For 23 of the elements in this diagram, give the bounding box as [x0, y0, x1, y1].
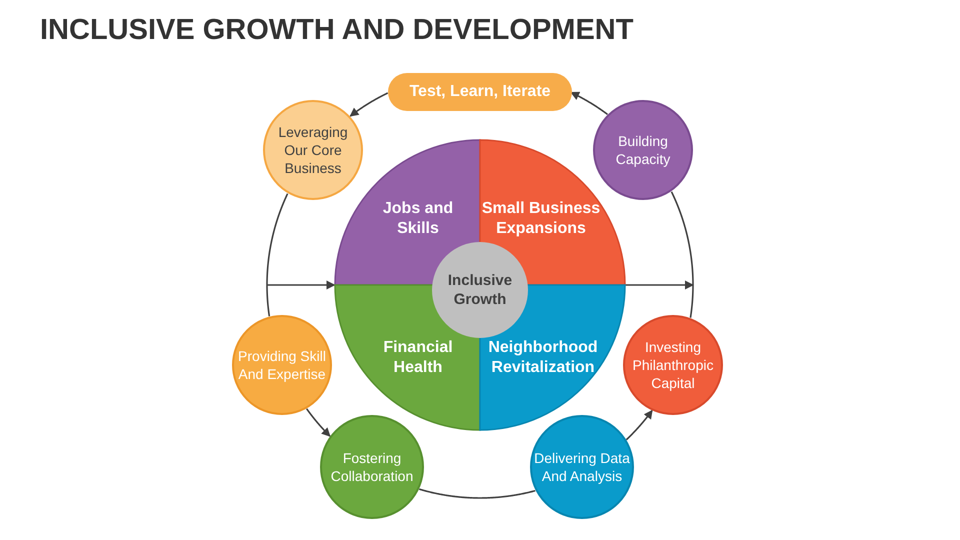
node-label: Test, Learn, Iterate	[408, 82, 552, 102]
node-label: Delivering Data And Analysis	[533, 448, 631, 486]
segment-label: Financial Health	[382, 338, 454, 378]
arrow	[267, 280, 336, 290]
node-label: Building Capacity	[614, 132, 672, 169]
arrow	[570, 92, 608, 116]
connector-line	[670, 191, 694, 318]
connector-line	[418, 488, 536, 499]
arrow	[306, 408, 331, 437]
segment-label: Neighborhood Revitalization	[487, 338, 599, 378]
node-label: Inclusive Growth	[446, 270, 514, 310]
arrow	[626, 280, 694, 290]
segment-label: Small Business Expansions	[480, 199, 602, 239]
title: INCLUSIVE GROWTH AND DEVELOPMENT	[40, 14, 634, 47]
arrow	[350, 92, 388, 117]
connector-line	[266, 193, 288, 316]
arrow	[626, 410, 653, 440]
node-label: Providing Skill And Expertise	[237, 346, 327, 384]
node-label: Investing Philanthropic Capital	[632, 338, 714, 394]
node-label: Fostering Collaboration	[330, 448, 414, 486]
node-label: Leveraging Our Core Business	[277, 122, 349, 178]
segment-label: Jobs and Skills	[382, 199, 454, 239]
pill-label-box	[388, 73, 572, 111]
